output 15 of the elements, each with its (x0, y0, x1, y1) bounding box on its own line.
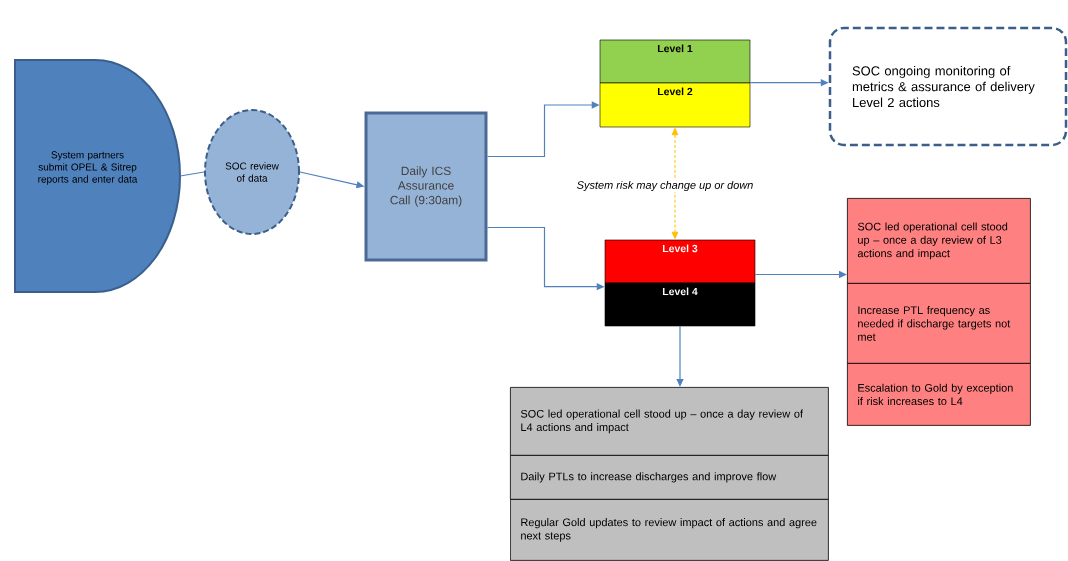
level-box: Level 2 (599, 82, 751, 128)
table-cell: Daily PTLs to increase discharges and improve flow (510, 455, 829, 500)
rounded-box: SOC ongoing monitoring of metrics & assurance of delivery Level 2 actions (828, 26, 1068, 147)
level-box: Level 4 (604, 282, 756, 327)
table-cell: SOC led operational cell stood up – once a day review of L4 actions and impact (510, 387, 829, 456)
level-box: Level 3 (604, 239, 756, 284)
level-box: Level 1 (599, 39, 751, 84)
arrow (676, 325, 684, 387)
edge-label: System risk may change up or down (575, 179, 755, 193)
table-cell: SOC led operational cell stood up – once a day review of L3 actions and impact (847, 198, 1031, 284)
table-cell: Regular Gold updates to review impact of actions and agree next steps (510, 499, 829, 561)
process-box: Daily ICS Assurance Call (9:30am) (364, 111, 488, 262)
table-cell: Increase PTL frequency as needed if discharge targets not met (847, 283, 1031, 364)
arrow (671, 128, 679, 239)
table-cell: Escalation to Gold by exception if risk increases to L4 (847, 363, 1031, 426)
